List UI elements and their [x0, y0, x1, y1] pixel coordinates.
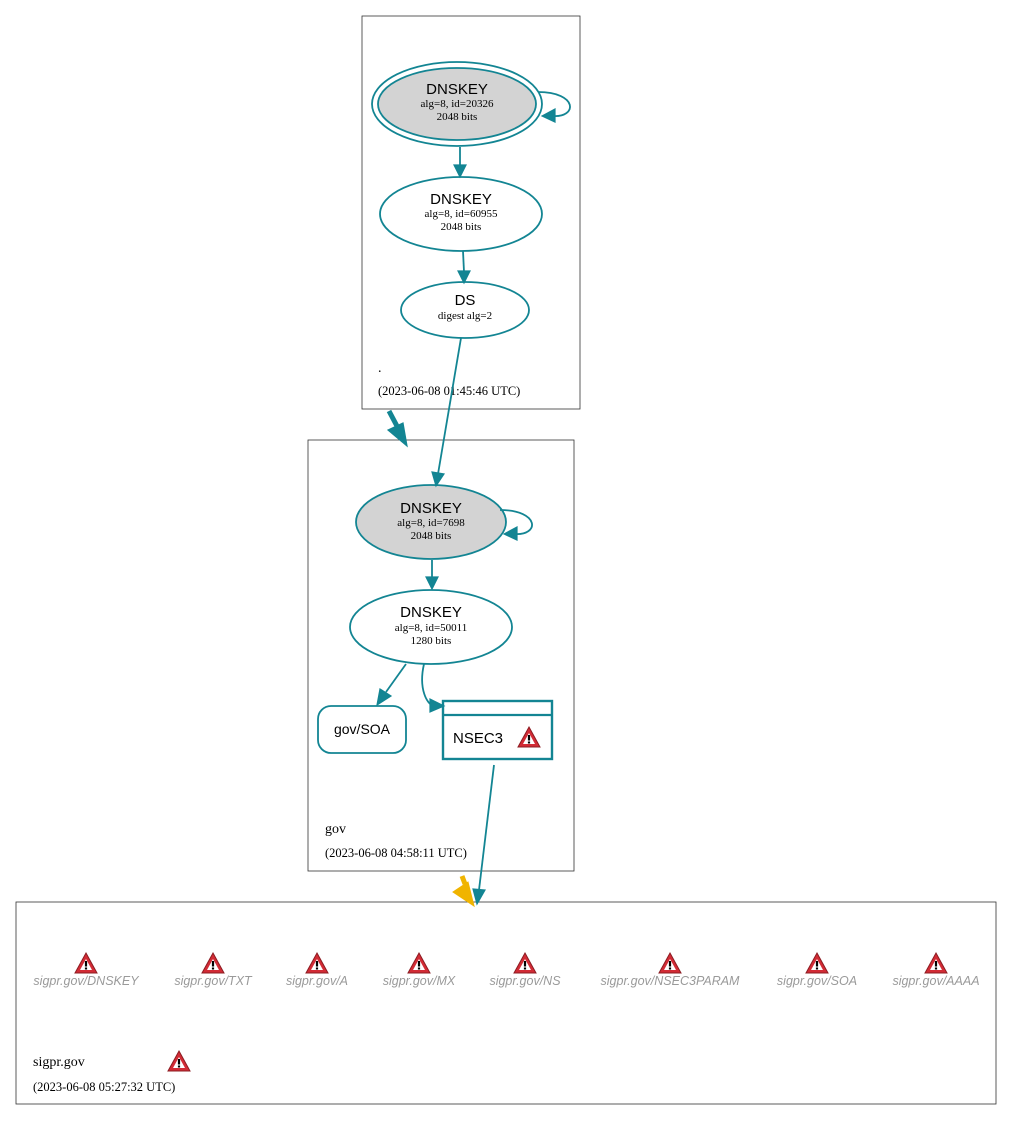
- root-ksk-to-zsk-arrow: [453, 164, 467, 179]
- root-ksk-size: 2048 bits: [437, 111, 478, 123]
- gov-ksk-node[interactable]: DNSKEY alg=8, id=7698 2048 bits: [355, 484, 507, 560]
- root-to-gov-delegation-edge: [386, 409, 401, 430]
- rrset-sigpr-nsec3param[interactable]: sigpr.gov/NSEC3PARAM: [601, 952, 741, 988]
- warning-icon: [407, 952, 431, 974]
- rrset-label: sigpr.gov/AAAA: [892, 974, 979, 988]
- ds-to-gov-ksk-arrow: [431, 471, 446, 488]
- ds-to-gov-ksk-edge: [437, 337, 462, 475]
- warning-icon: [167, 1050, 191, 1072]
- rrset-sigpr-aaaa[interactable]: sigpr.gov/AAAA: [892, 952, 980, 988]
- root-ksk-details: alg=8, id=20326: [421, 98, 494, 110]
- zone-gov-box: [307, 439, 575, 872]
- zone-root: . (2023-06-08 01:45:46 UTC) DNSKEY alg=8…: [361, 15, 581, 410]
- nsec3-to-sigpr-arrow: [472, 888, 486, 906]
- root-ksk-self-arrow: [540, 107, 556, 123]
- zone-gov: gov (2023-06-08 04:58:11 UTC) DNSKEY alg…: [307, 439, 575, 872]
- warning-icon: [805, 952, 829, 974]
- gov-nsec3-label: NSEC3: [453, 730, 503, 747]
- gov-zsk-to-nsec3-arrow: [429, 698, 446, 713]
- rrset-label: sigpr.gov/NS: [489, 974, 561, 988]
- root-zsk-to-ds-arrow: [457, 270, 471, 285]
- rrset-label: sigpr.gov/SOA: [777, 974, 857, 988]
- zone-sigpr-box: [15, 901, 997, 1105]
- rrset-label: sigpr.gov/TXT: [174, 974, 253, 988]
- zone-sigpr-timestamp: (2023-06-08 05:27:32 UTC): [33, 1080, 175, 1094]
- rrset-label: sigpr.gov/MX: [383, 974, 456, 988]
- rrset-label: sigpr.gov/NSEC3PARAM: [601, 974, 741, 988]
- rrset-sigpr-mx[interactable]: sigpr.gov/MX: [383, 952, 456, 988]
- gov-ksk-to-zsk-arrow: [425, 576, 439, 591]
- root-ksk-node[interactable]: DNSKEY alg=8, id=20326 2048 bits: [371, 61, 543, 147]
- gov-zsk-size: 1280 bits: [411, 635, 452, 647]
- root-zsk-size: 2048 bits: [441, 221, 482, 233]
- gov-zsk-node[interactable]: DNSKEY alg=8, id=50011 1280 bits: [349, 589, 513, 665]
- rrset-sigpr-a[interactable]: sigpr.gov/A: [286, 952, 348, 988]
- gov-ksk-title: DNSKEY: [400, 500, 462, 517]
- zone-root-box: [361, 15, 581, 410]
- gov-zsk-details: alg=8, id=50011: [395, 622, 468, 634]
- warning-icon: [74, 952, 98, 974]
- root-to-gov-delegation-arrow: [386, 422, 408, 448]
- nsec3-to-sigpr-edge: [478, 764, 495, 891]
- zone-sigpr: sigpr.gov (2023-06-08 05:27:32 UTC) sigp…: [15, 901, 997, 1105]
- warning-icon: [305, 952, 329, 974]
- root-zsk-node[interactable]: DNSKEY alg=8, id=60955 2048 bits: [379, 176, 543, 252]
- rrset-sigpr-ns[interactable]: sigpr.gov/NS: [489, 952, 561, 988]
- warning-icon: [924, 952, 948, 974]
- gov-nsec3-node[interactable]: NSEC3: [441, 699, 554, 761]
- warning-icon: [201, 952, 225, 974]
- root-ksk-title: DNSKEY: [426, 81, 488, 98]
- gov-to-sigpr-delegation-arrow: [452, 881, 475, 908]
- root-zsk-details: alg=8, id=60955: [425, 208, 498, 220]
- zone-sigpr-label: sigpr.gov: [33, 1055, 85, 1070]
- gov-zsk-to-soa-arrow: [376, 688, 393, 707]
- gov-zsk-to-soa-edge: [385, 663, 407, 693]
- gov-ksk-self-edge: [499, 509, 533, 535]
- zone-gov-label: gov: [325, 822, 346, 837]
- root-ksk-self-edge: [537, 91, 571, 117]
- zone-root-timestamp: (2023-06-08 01:45:46 UTC): [378, 384, 520, 398]
- gov-to-sigpr-delegation-edge: [459, 875, 468, 885]
- warning-icon: [513, 952, 537, 974]
- root-ds-title: DS: [455, 292, 476, 309]
- rrset-sigpr-txt[interactable]: sigpr.gov/TXT: [174, 952, 253, 988]
- gov-ksk-size: 2048 bits: [411, 530, 452, 542]
- root-ds-details: digest alg=2: [438, 310, 492, 322]
- root-zsk-title: DNSKEY: [430, 191, 492, 208]
- root-zsk-to-ds-edge: [462, 250, 465, 273]
- edges: [376, 91, 571, 908]
- rrset-label: sigpr.gov/DNSKEY: [33, 974, 140, 988]
- zone-gov-timestamp: (2023-06-08 04:58:11 UTC): [325, 846, 467, 860]
- gov-ksk-details: alg=8, id=7698: [397, 517, 465, 529]
- gov-soa-label: gov/SOA: [334, 721, 391, 737]
- zone-root-label: .: [378, 361, 382, 376]
- gov-zsk-title: DNSKEY: [400, 604, 462, 621]
- warning-icon: [658, 952, 682, 974]
- rrset-sigpr-soa[interactable]: sigpr.gov/SOA: [777, 952, 857, 988]
- rrset-label: sigpr.gov/A: [286, 974, 348, 988]
- root-ds-node[interactable]: DS digest alg=2: [400, 281, 530, 339]
- gov-ksk-self-arrow: [502, 525, 518, 541]
- gov-soa-node[interactable]: gov/SOA: [317, 705, 407, 754]
- rrset-sigpr-dnskey[interactable]: sigpr.gov/DNSKEY: [33, 952, 140, 988]
